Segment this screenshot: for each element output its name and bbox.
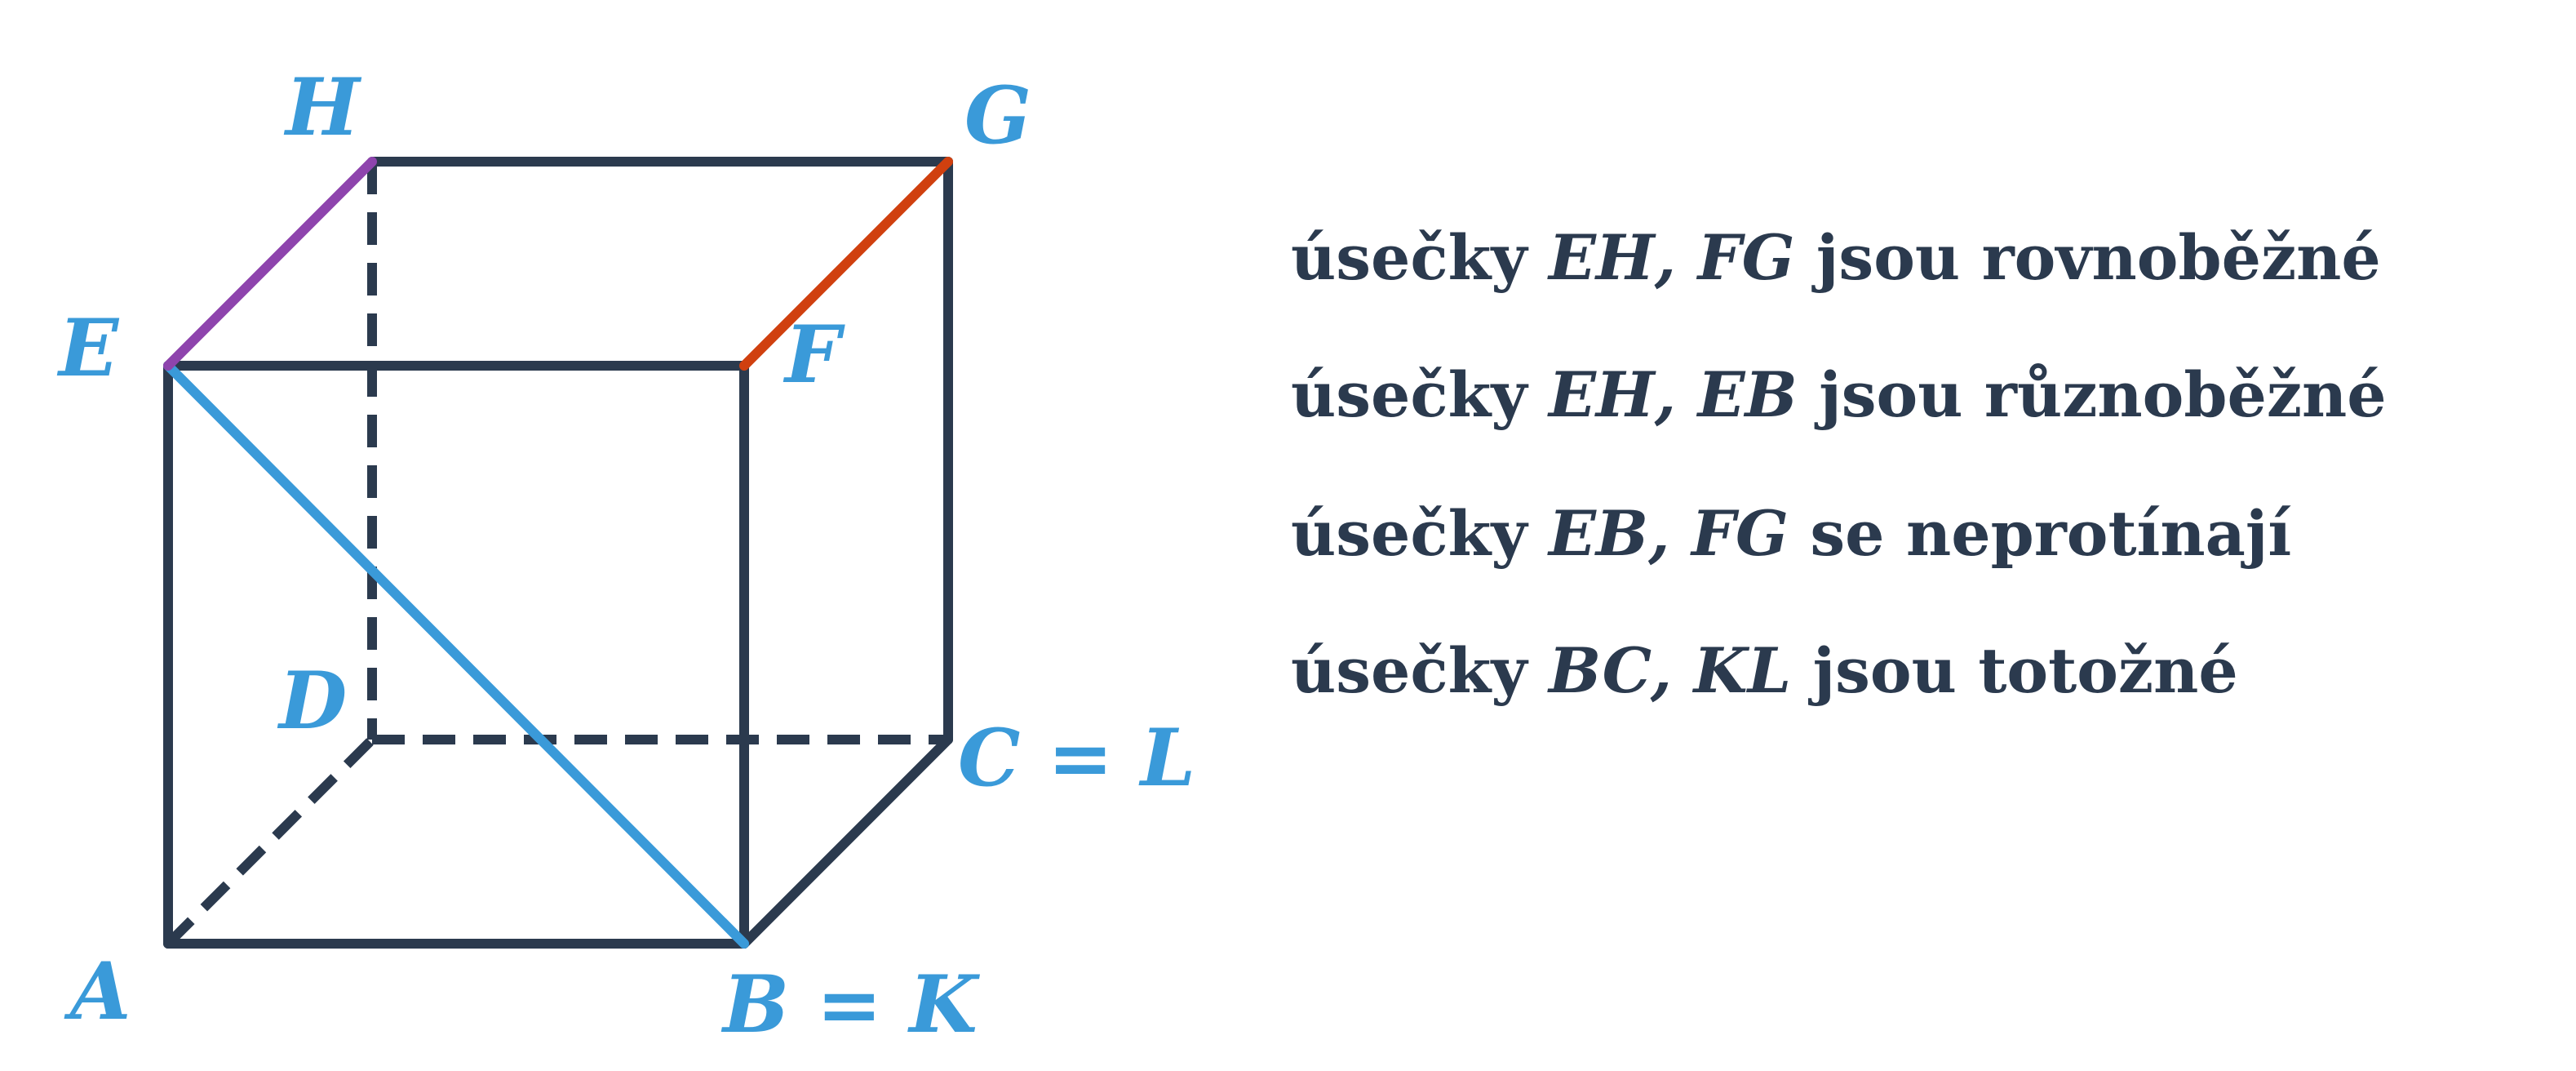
statement-2-math: EH, EB bbox=[1547, 358, 1798, 431]
statement-4-math: BC, KL bbox=[1547, 634, 1791, 707]
vertex-label-f: F bbox=[783, 309, 845, 401]
statement-2-suffix: jsou různoběžné bbox=[1798, 358, 2387, 431]
statement-2: úsečky EH, EB jsou různoběžné bbox=[1291, 358, 2387, 431]
edge-bc bbox=[739, 735, 953, 949]
vertex-label-b: B = K bbox=[720, 958, 980, 1051]
statement-1: úsečky EH, FG jsou rovnoběžné bbox=[1291, 221, 2381, 294]
statement-4-prefix: úsečky bbox=[1291, 634, 1549, 707]
statement-3-suffix: se neprotínají bbox=[1789, 497, 2292, 570]
segment-fg bbox=[739, 157, 953, 371]
statement-4-suffix: jsou totožné bbox=[1791, 634, 2238, 707]
statement-3: úsečky EB, FG se neprotínají bbox=[1291, 497, 2291, 570]
statement-4: úsečky BC, KL jsou totožné bbox=[1291, 634, 2238, 707]
segment-eb bbox=[163, 361, 749, 949]
statement-1-prefix: úsečky bbox=[1291, 221, 1549, 294]
vertex-label-h: H bbox=[283, 61, 362, 153]
vertex-label-g: G bbox=[964, 69, 1031, 162]
statement-3-prefix: úsečky bbox=[1291, 497, 1549, 570]
vertex-label-d: D bbox=[277, 655, 347, 747]
vertex-label-c: C = L bbox=[958, 712, 1195, 804]
segment-eh bbox=[163, 157, 377, 371]
statement-1-suffix: jsou rovnoběžné bbox=[1794, 221, 2380, 294]
statement-3-math: EB, FG bbox=[1547, 497, 1789, 570]
edge-ad bbox=[164, 735, 376, 948]
statement-2-prefix: úsečky bbox=[1291, 358, 1549, 431]
vertex-label-a: A bbox=[64, 945, 131, 1038]
statement-1-math: EH, FG bbox=[1547, 221, 1795, 294]
vertex-label-e: E bbox=[56, 302, 120, 394]
